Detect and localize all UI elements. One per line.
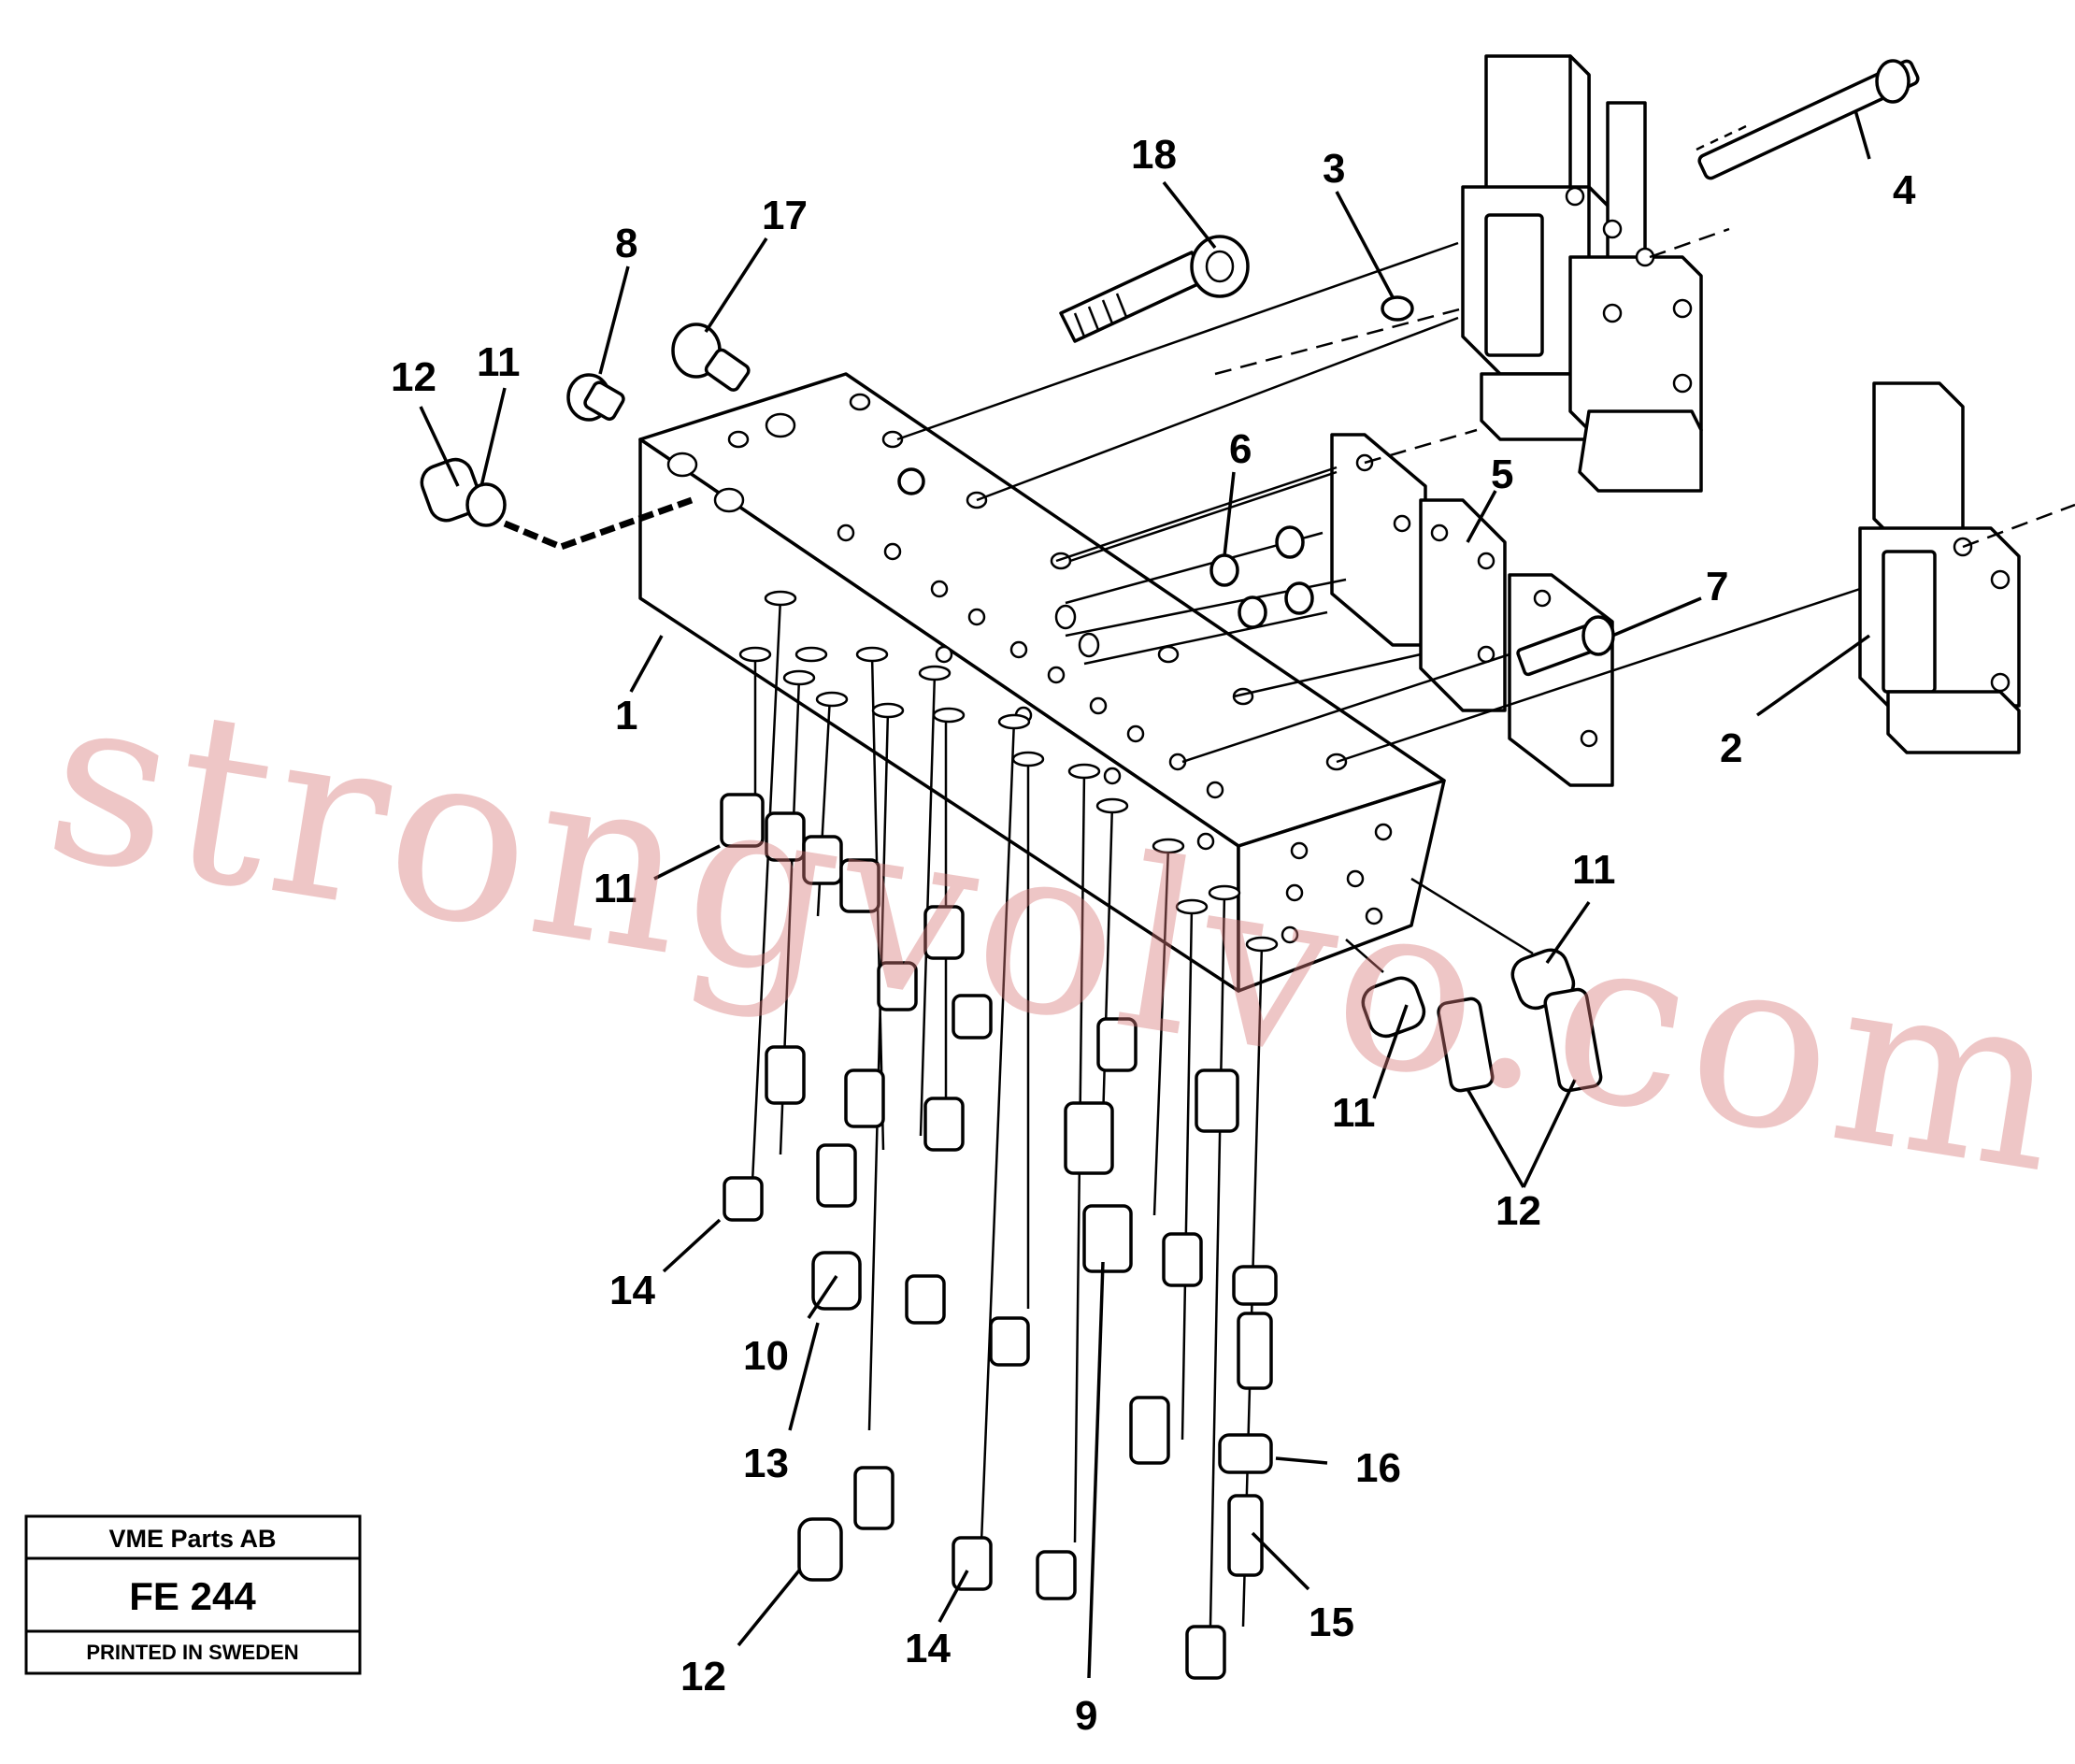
callout-1: 1	[615, 693, 637, 739]
bolt-7	[1516, 615, 1615, 677]
callout-13: 13	[743, 1441, 789, 1486]
callout-labels: 18 3 4 17 8 12 11 6 5 7 1 2 11 11 11 12 …	[391, 132, 1916, 1739]
callout-8: 8	[615, 221, 637, 266]
callout-leaders	[419, 109, 1871, 1679]
info-company: VME Parts AB	[108, 1525, 276, 1553]
callout-9: 9	[1075, 1693, 1097, 1739]
fitting-8	[566, 373, 698, 478]
washer-3	[1381, 295, 1414, 322]
callout-15: 15	[1309, 1599, 1354, 1645]
callout-12-right: 12	[1495, 1188, 1541, 1234]
callout-17: 17	[762, 193, 808, 238]
callout-11-lower: 11	[1332, 1090, 1376, 1136]
info-printed: PRINTED IN SWEDEN	[86, 1641, 298, 1664]
assembly-lines	[896, 241, 1861, 764]
fitting-17	[671, 323, 796, 438]
callout-2: 2	[1720, 725, 1742, 771]
callout-18: 18	[1131, 132, 1177, 178]
callout-11-right: 11	[1572, 847, 1616, 893]
callout-16: 16	[1355, 1445, 1401, 1491]
bolt-4	[1696, 59, 1920, 180]
info-box: VME Parts AB FE 244 PRINTED IN SWEDEN	[24, 1514, 362, 1675]
callout-12-top: 12	[391, 354, 436, 400]
callout-4: 4	[1893, 167, 1916, 213]
callout-11-left: 11	[594, 866, 637, 911]
solenoid-valve-group	[1461, 54, 1730, 493]
bolt-18	[1059, 235, 1250, 343]
callout-11-top: 11	[477, 339, 521, 385]
solenoid-valve-2	[1858, 381, 2075, 754]
callout-12-bottom: 12	[680, 1654, 726, 1699]
callout-3: 3	[1323, 146, 1345, 192]
info-code: FE 244	[129, 1574, 256, 1618]
callout-7: 7	[1706, 564, 1728, 610]
callout-14-left: 14	[609, 1268, 655, 1313]
o-rings-6	[1054, 470, 1347, 666]
callout-10: 10	[743, 1333, 789, 1379]
callout-6: 6	[1229, 426, 1252, 472]
callout-14-bottom: 14	[905, 1626, 951, 1671]
fitting-12-11-top	[420, 457, 745, 551]
callout-5: 5	[1491, 452, 1513, 497]
